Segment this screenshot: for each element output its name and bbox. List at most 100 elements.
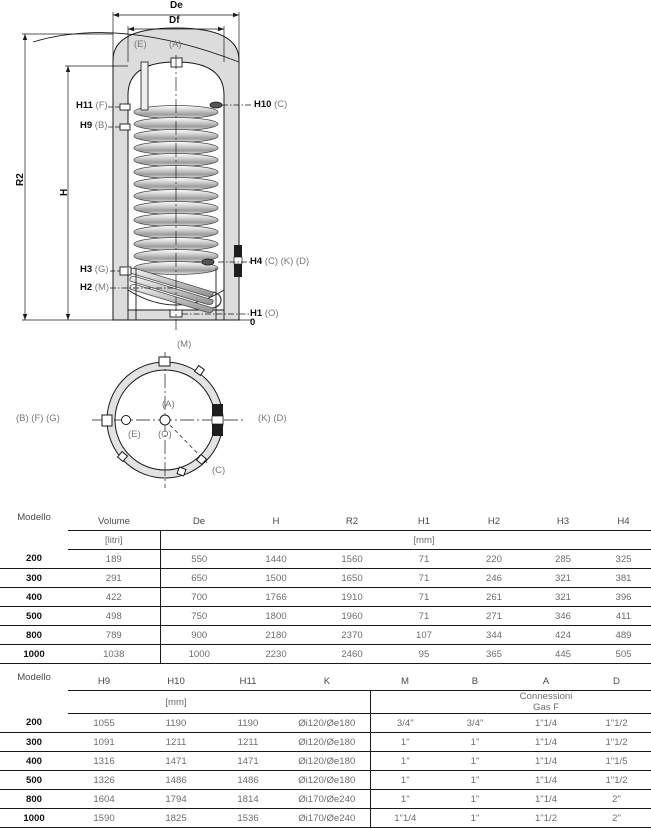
cell-model: 300 — [0, 732, 68, 752]
cell-value: 285 — [530, 549, 596, 569]
port-KD-flange — [211, 404, 224, 436]
cell-value: 189 — [68, 549, 160, 569]
cell-value: 1"1/2 — [582, 770, 651, 790]
cell-value: 1" — [440, 789, 510, 809]
cell-value: 71 — [390, 568, 458, 588]
topview-marker-E: (E) — [128, 429, 141, 440]
cell-value: 2" — [582, 808, 651, 828]
unit-cell — [458, 530, 530, 550]
cell-value: 1"1/2 — [582, 713, 651, 733]
cell-value: 220 — [458, 549, 530, 569]
header-K: K — [323, 676, 331, 687]
cell-value: 1"1/4 — [510, 713, 582, 733]
cell-value: 291 — [68, 568, 160, 588]
topview-marker-BFG: (B) (F) (G) — [16, 413, 60, 424]
cell-value: Øi120/Øe180 — [284, 751, 370, 771]
callout-H9: H9 (B) — [80, 120, 108, 131]
cell-value: 1"1/4 — [369, 808, 440, 828]
callout-H3: H3 (G) — [80, 264, 109, 275]
cell-value: 1766 — [238, 587, 314, 607]
cell-value: 700 — [159, 587, 238, 607]
topview-marker-C: (C) — [212, 465, 226, 476]
cell-value: 1910 — [314, 587, 390, 607]
dimension-Df — [127, 26, 225, 62]
header-H11: H11 — [239, 676, 257, 687]
cell-value: 1650 — [314, 568, 390, 588]
cell-value: 750 — [159, 606, 238, 626]
upper-heat-exchanger-coil — [133, 105, 219, 275]
header-B: B — [471, 676, 479, 687]
marker-A: (A) — [169, 39, 182, 50]
cell-value: 1604 — [68, 789, 140, 809]
cell-value: 411 — [596, 606, 651, 626]
cell-value: 1055 — [68, 713, 140, 733]
cell-value: 1"1/2 — [582, 732, 651, 752]
dimension-label-H: H — [59, 188, 70, 196]
cell-value: 1091 — [68, 732, 140, 752]
cell-value: 1814 — [212, 789, 284, 809]
cell-value: 1"1/2 — [510, 808, 582, 828]
topview-marker-O: (O) — [158, 429, 172, 440]
table-unit-row: [litri][mm] — [0, 530, 651, 550]
cell-value: 1"1/4 — [510, 789, 582, 809]
cell-value: Øi120/Øe180 — [284, 732, 370, 752]
support-skirt — [127, 268, 225, 320]
cell-model: 800 — [0, 789, 68, 809]
cell-value: 1" — [440, 751, 510, 771]
dimension-label-Df: Df — [169, 15, 180, 26]
callout-H4: H4 (C) (K) (D) — [250, 256, 310, 267]
dimension-label-R2: R2 — [15, 173, 26, 186]
unit-modello-spacer — [0, 691, 68, 714]
topview-marker-A: (A) — [162, 399, 175, 410]
unit-cell — [159, 530, 238, 550]
callout-H10: H10 (C) — [254, 99, 288, 110]
cell-model: 500 — [0, 770, 68, 790]
port-E-circle — [121, 415, 131, 425]
header-H1: H1 — [417, 516, 431, 527]
cell-value: 344 — [458, 625, 530, 645]
cell-model: 800 — [0, 625, 68, 645]
cell-value: 1316 — [68, 751, 140, 771]
cell-model: 1000 — [0, 808, 68, 828]
callout-H11: H11 (F) — [76, 100, 108, 111]
cell-value: 71 — [390, 549, 458, 569]
cell-value: 271 — [458, 606, 530, 626]
port-small-lower-left — [116, 450, 129, 463]
cell-value: 381 — [596, 568, 651, 588]
port-C — [195, 453, 208, 466]
cell-value: 498 — [68, 606, 160, 626]
port-small-bottom — [176, 466, 187, 477]
cell-model: 200 — [0, 549, 68, 569]
cell-value: 1" — [440, 770, 510, 790]
header-modello: Modello — [17, 672, 51, 684]
cell-value: 1" — [369, 789, 440, 809]
cell-value: 2460 — [314, 644, 390, 664]
port-BFG — [101, 414, 113, 427]
header-Volume: Volume — [98, 516, 130, 527]
unit-cell — [68, 690, 140, 714]
cell-value: 445 — [530, 644, 596, 664]
cell-value: 1" — [369, 751, 440, 771]
cell-value: 1038 — [68, 644, 160, 664]
topview-marker-KD: (K) (D) — [258, 413, 287, 424]
cell-value: 422 — [68, 587, 160, 607]
top-view-drawing: (M) (B) (F) (G) (E) (A) (O) (K) (D) (C) — [0, 338, 330, 498]
cell-value: 1794 — [140, 789, 212, 809]
unit-cell — [530, 530, 596, 550]
callout-H2: H2 (M) — [80, 282, 110, 293]
dimension-H — [65, 65, 128, 320]
cell-model: 500 — [0, 606, 68, 626]
cell-value: 1"1/4 — [510, 751, 582, 771]
cell-value: 2370 — [314, 625, 390, 645]
cell-value: 900 — [159, 625, 238, 645]
unit-cell — [582, 690, 651, 714]
cell-value: 1190 — [212, 713, 284, 733]
cell-value: 1825 — [140, 808, 212, 828]
